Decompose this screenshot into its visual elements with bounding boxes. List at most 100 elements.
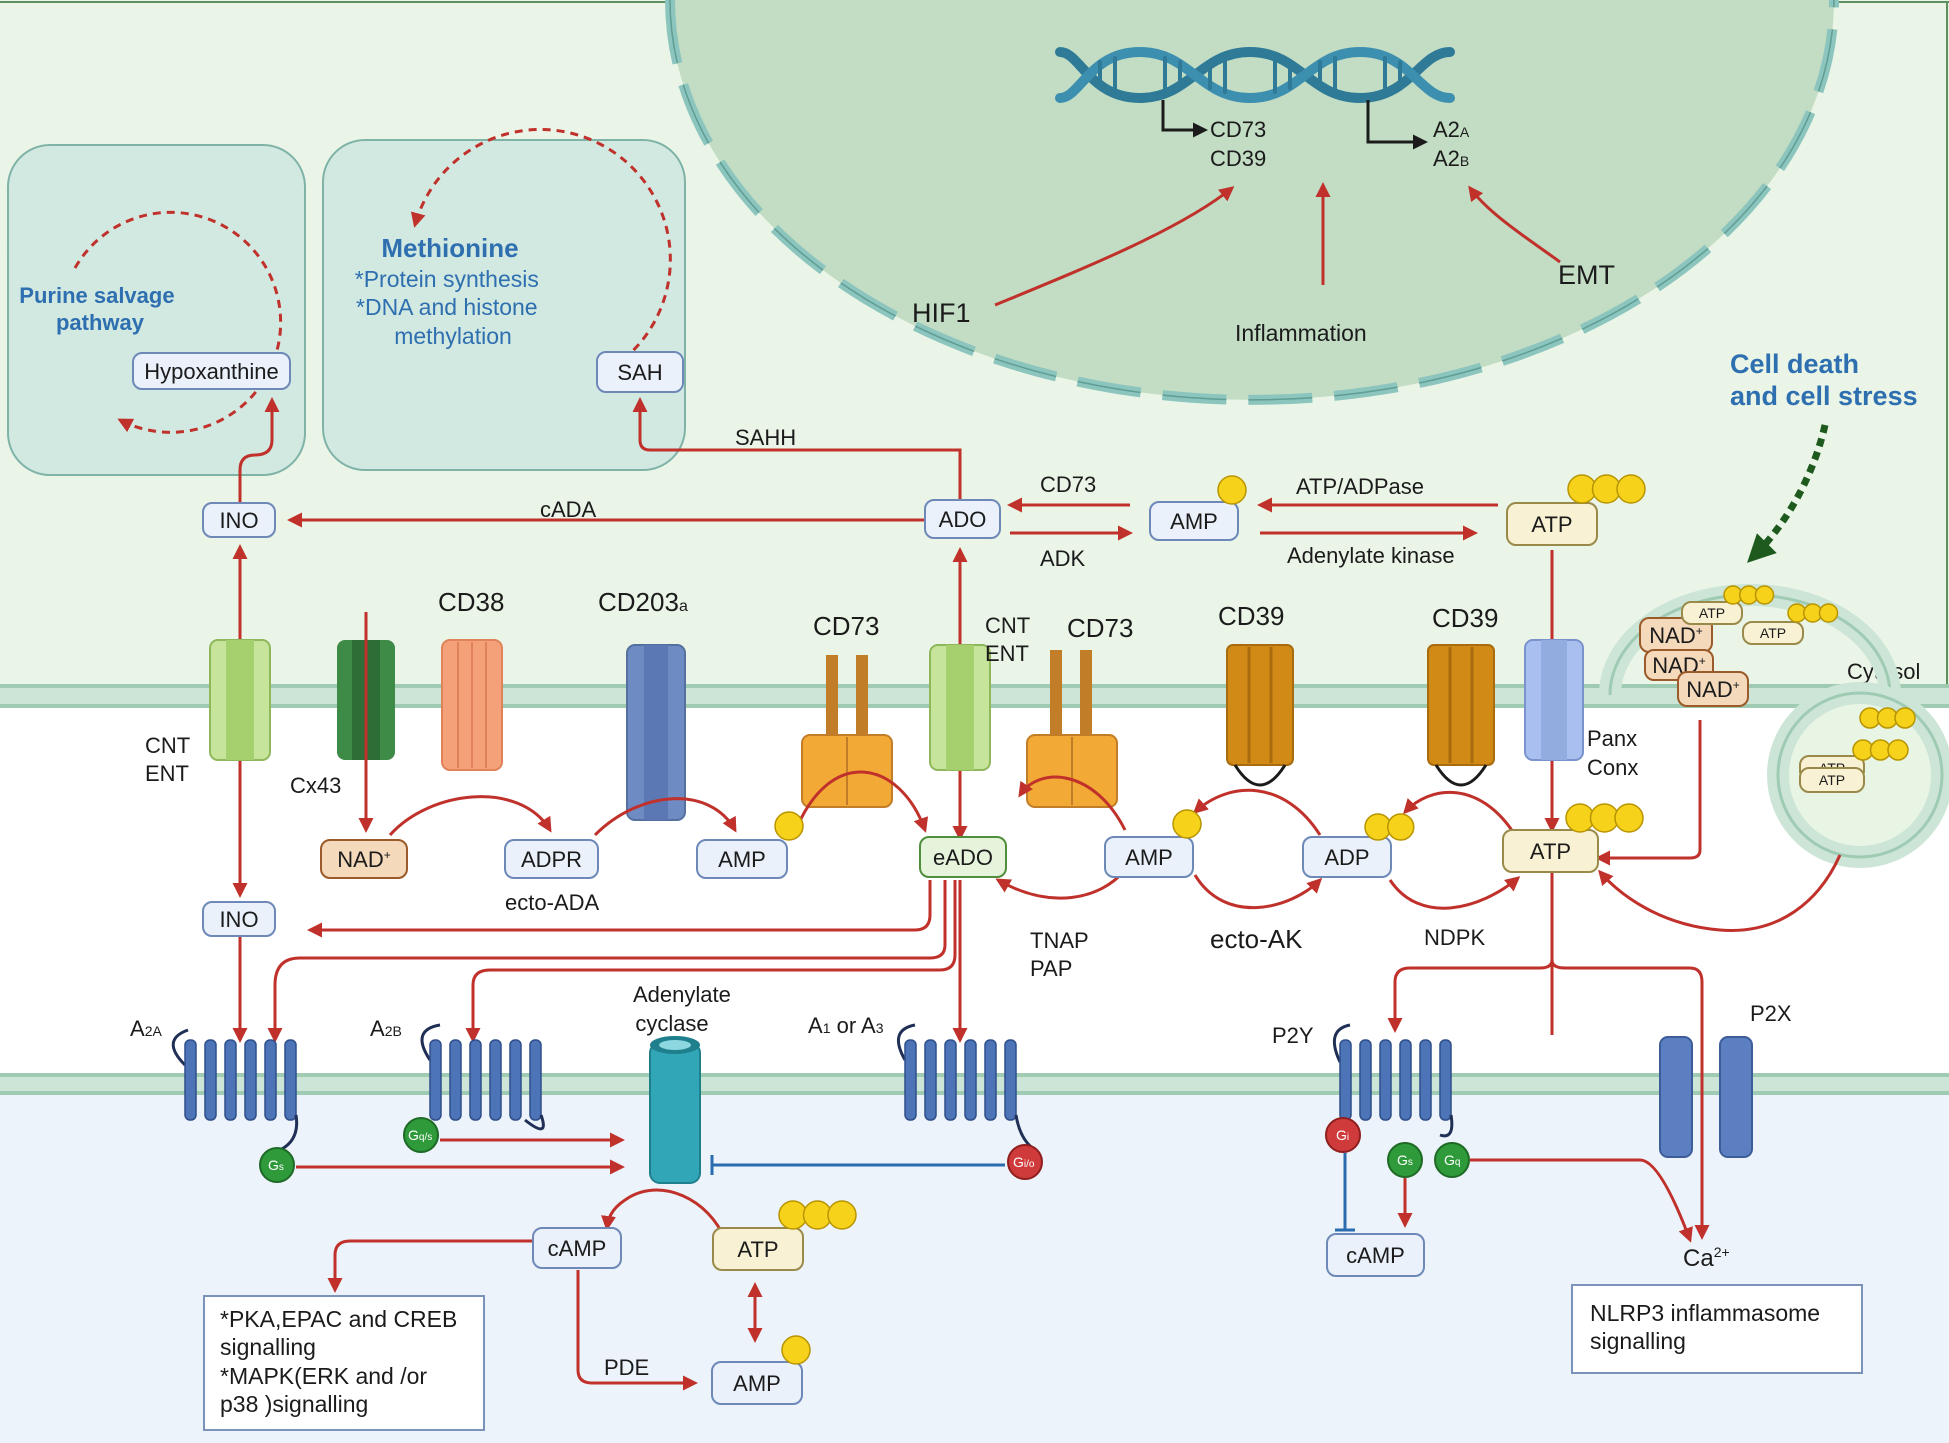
atp-signaling-phosphates bbox=[778, 1200, 857, 1230]
ecto-ada-label: ecto-ADA bbox=[505, 890, 599, 915]
p2x-label: P2X bbox=[1750, 1001, 1792, 1026]
amp-intracellular-node-label: AMP bbox=[1170, 509, 1218, 534]
atp-extracellular-node: ATP bbox=[1502, 829, 1599, 873]
cada-label: cADA bbox=[540, 497, 597, 522]
gq-protein bbox=[1434, 1142, 1470, 1178]
p2y-label: P2Y bbox=[1272, 1023, 1314, 1048]
amp-extracellular-node-2: AMP bbox=[1104, 836, 1194, 878]
nad-extracellular-node-label: NAD+ bbox=[337, 847, 390, 872]
gio-protein bbox=[1007, 1144, 1043, 1180]
cd203a-label: CD203a bbox=[598, 587, 688, 617]
nad-extracellular-node: NAD+ bbox=[320, 839, 408, 879]
intracellular-arrows bbox=[232, 397, 1560, 898]
cd73-enzyme-label: CD73 bbox=[1040, 472, 1096, 497]
amp-intracellular-phosphate-ball bbox=[1217, 475, 1247, 505]
a2a-receptor bbox=[171, 1028, 299, 1152]
cell-stress-arrow bbox=[1747, 424, 1829, 563]
adenylate-kinase-label: Adenylate kinase bbox=[1287, 543, 1455, 568]
cd73-left-label: CD73 bbox=[813, 611, 879, 641]
cd39-right-label: CD39 bbox=[1432, 603, 1498, 633]
cnt-ent-transporter-mid bbox=[929, 644, 991, 771]
p2x-channel bbox=[1659, 1036, 1753, 1158]
cd39-enzyme-left bbox=[1226, 644, 1294, 787]
cnt-ent-left-label: CNT ENT bbox=[145, 733, 196, 786]
inhibition-lines bbox=[710, 1153, 1355, 1232]
dna-helix-icon bbox=[1055, 46, 1455, 104]
atp-vesicle-node-2-label: ATP bbox=[1760, 625, 1786, 641]
adpr-node-label: ADPR bbox=[521, 847, 582, 872]
cnt-ent-transporter-left bbox=[209, 639, 271, 761]
eado-node: eADO bbox=[919, 836, 1007, 878]
amp-extracellular-phosphate-2 bbox=[1172, 809, 1202, 839]
gene-expression-arrows bbox=[1161, 100, 1428, 150]
camp-p2y-node-label: cAMP bbox=[1346, 1243, 1405, 1268]
amp-signaling-phosphate bbox=[781, 1335, 811, 1365]
nad-vesicle-node-1: NAD+ bbox=[1639, 617, 1713, 653]
nad-vesicle-node-3: NAD+ bbox=[1677, 671, 1749, 707]
calcium-label: Ca2+ bbox=[1683, 1244, 1730, 1272]
cell-stress-label: Cell death and cell stress bbox=[1730, 349, 1918, 411]
p2y-receptor bbox=[1332, 1023, 1454, 1138]
extracellular-arrows bbox=[232, 612, 1842, 1240]
gene-a2a: A2A bbox=[1433, 117, 1470, 142]
cd73-enzyme-left bbox=[801, 655, 893, 808]
hif1-label: HIF1 bbox=[912, 298, 971, 328]
cx43-label: Cx43 bbox=[290, 773, 341, 798]
nucleus bbox=[665, 0, 1839, 405]
panx-conx-channel bbox=[1524, 639, 1584, 761]
adenylate-cyclase-label: Adenylate cyclase bbox=[633, 982, 737, 1036]
atp-vesicle-node-1-label: ATP bbox=[1699, 605, 1725, 621]
camp-node-label: cAMP bbox=[548, 1236, 607, 1261]
emt-label: EMT bbox=[1558, 260, 1615, 290]
adk-label: ADK bbox=[1040, 546, 1086, 571]
gi-protein bbox=[1325, 1117, 1361, 1153]
atp-intracellular-phosphates-ball bbox=[1616, 474, 1646, 504]
ino-extracellular-node: INO bbox=[202, 901, 276, 937]
amp-signaling-node: AMP bbox=[711, 1361, 803, 1405]
cd39-enzyme-right bbox=[1427, 644, 1495, 787]
adp-phosphates bbox=[1364, 813, 1415, 841]
atp-vesicle-node-4-label: ATP bbox=[1819, 772, 1845, 788]
nad-vesicle-node-3-label: NAD+ bbox=[1686, 677, 1739, 702]
sah-node-label: SAH bbox=[617, 360, 662, 385]
gs-protein bbox=[259, 1147, 295, 1183]
amp-extracellular-phosphate-1 bbox=[774, 811, 804, 841]
cnt-ent-mid-label: CNT ENT bbox=[985, 613, 1036, 666]
gene-a2b: A2B bbox=[1433, 146, 1469, 171]
hypoxanthine-node-label: Hypoxanthine bbox=[144, 359, 279, 384]
sah-node: SAH bbox=[596, 351, 684, 393]
amp-extracellular-node-1-label: AMP bbox=[718, 847, 766, 872]
amp-intracellular-phosphate bbox=[1217, 475, 1247, 505]
amp-extracellular-node-1: AMP bbox=[696, 839, 788, 879]
amp-extracellular-node-2-label: AMP bbox=[1125, 845, 1173, 870]
inflammation-label: Inflammation bbox=[1235, 320, 1367, 346]
pka-epac-text: *PKA,EPAC and CREB signalling *MAPK(ERK … bbox=[220, 1306, 464, 1417]
panx-conx-label: Panx Conx bbox=[1587, 726, 1643, 780]
atp-intracellular-node: ATP bbox=[1506, 502, 1598, 546]
atp-extracellular-phosphates-ball bbox=[1614, 803, 1644, 833]
ino-extracellular-node-label: INO bbox=[219, 907, 258, 932]
methionine-box bbox=[322, 128, 686, 471]
ecto-ak-label: ecto-AK bbox=[1210, 924, 1303, 954]
nlrp3-box bbox=[1571, 1284, 1863, 1374]
atp-extracellular-phosphates bbox=[1565, 803, 1644, 833]
atp-signaling-node: ATP bbox=[712, 1227, 804, 1271]
cd73-right-label: CD73 bbox=[1067, 613, 1133, 643]
pka-epac-box bbox=[203, 1295, 485, 1431]
gene-cd39: CD39 bbox=[1210, 146, 1266, 171]
cd38-enzyme bbox=[441, 639, 503, 771]
a1-a3-label: A1 or A3 bbox=[808, 1013, 884, 1038]
a2b-label: A2B bbox=[370, 1016, 402, 1041]
atp-signaling-phosphates-ball bbox=[827, 1200, 857, 1230]
atp-vesicle-node-1: ATP bbox=[1681, 601, 1743, 625]
adp-node: ADP bbox=[1302, 836, 1392, 878]
amp-signaling-phosphate-ball bbox=[781, 1335, 811, 1365]
a2b-receptor bbox=[420, 1023, 545, 1131]
nucleus-signal-arrows bbox=[994, 182, 1561, 307]
pde-label: PDE bbox=[604, 1355, 649, 1380]
vesicle-phosphates-4 bbox=[1852, 739, 1909, 761]
signaling-arrows bbox=[296, 1132, 1693, 1391]
atp-intracellular-node-label: ATP bbox=[1531, 512, 1572, 537]
atp-vesicle-node-4: ATP bbox=[1799, 767, 1865, 793]
